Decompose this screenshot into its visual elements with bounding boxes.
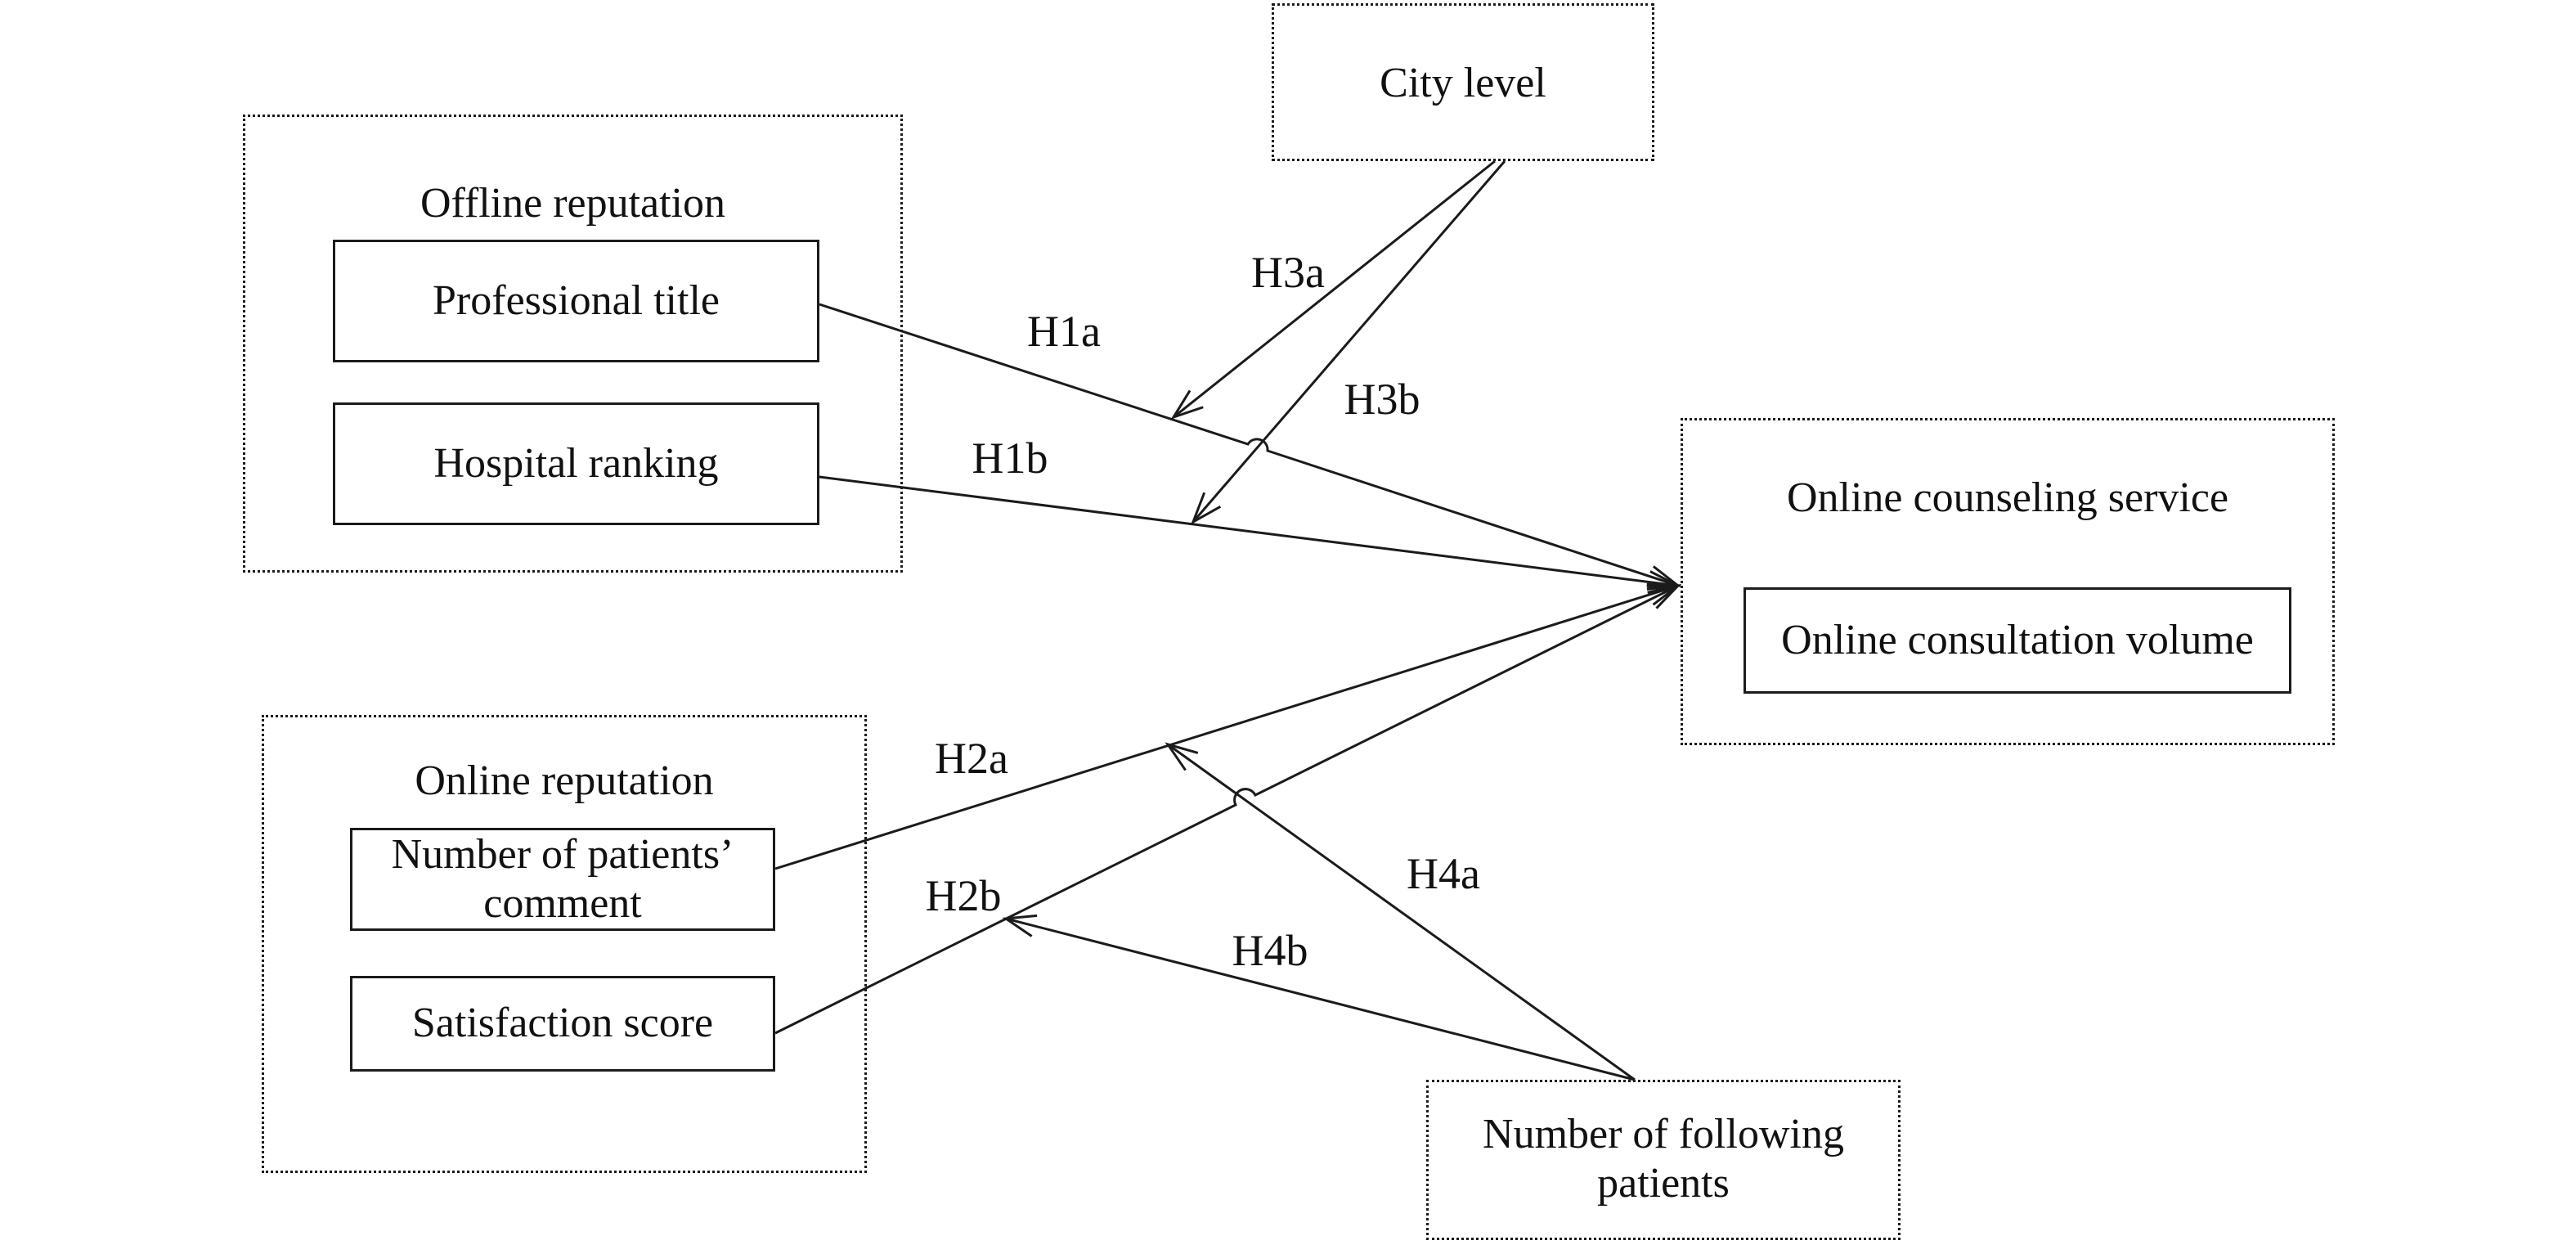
arrow-h1b <box>819 475 1682 594</box>
hypothesis-label-h1a: H1a <box>1027 307 1101 356</box>
node-satisfaction-score: Satisfaction score <box>350 976 775 1072</box>
node-online-counseling-service: Online counseling service <box>1681 418 2335 745</box>
node-number-of-following-patients: Number of following patients <box>1426 1080 1901 1240</box>
node-online-reputation: Online reputation <box>262 715 867 1173</box>
arrow-h2b <box>774 584 1681 1035</box>
node-number-of-following-patients-label: Number of following patients <box>1483 1111 1844 1207</box>
node-hospital-ranking: Hospital ranking <box>333 402 819 525</box>
node-hospital-ranking-label: Hospital ranking <box>433 439 719 487</box>
hypothesis-label-h4b: H4b <box>1232 926 1308 975</box>
node-number-of-patients-comment: Number of patients’ comment <box>350 828 775 931</box>
node-satisfaction-score-label: Satisfaction score <box>411 1000 714 1047</box>
node-online-consultation-volume: Online consultation volume <box>1744 587 2291 694</box>
hypothesis-label-h3b: H3b <box>1344 375 1420 424</box>
node-online-counseling-service-label: Online counseling service <box>1786 474 2229 521</box>
node-offline-reputation: Offline reputation <box>243 115 903 573</box>
hypothesis-label-h3a: H3a <box>1251 248 1325 297</box>
arrow-h3b <box>1191 160 1506 525</box>
arrow-h4a <box>1165 742 1636 1081</box>
arrow-h4b <box>1002 914 1636 1081</box>
arrow-h2a <box>774 582 1682 870</box>
node-city-level: City level <box>1272 3 1654 161</box>
node-online-consultation-volume-label: Online consultation volume <box>1781 616 2254 663</box>
node-city-level-label: City level <box>1380 60 1546 106</box>
node-number-of-patients-comment-label: Number of patients’ comment <box>391 830 734 927</box>
node-offline-reputation-label: Offline reputation <box>420 180 726 227</box>
hypothesis-label-h2b: H2b <box>925 871 1002 920</box>
node-professional-title-label: Professional title <box>433 276 720 324</box>
node-online-reputation-label: Online reputation <box>415 757 714 804</box>
hypothesis-label-h2a: H2a <box>935 734 1008 783</box>
hypothesis-label-h4a: H4a <box>1407 849 1480 898</box>
hypothesis-label-h1b: H1b <box>972 434 1048 483</box>
node-professional-title: Professional title <box>333 240 819 362</box>
arrow-h1a <box>819 303 1682 588</box>
arrow-h3a <box>1170 160 1496 420</box>
